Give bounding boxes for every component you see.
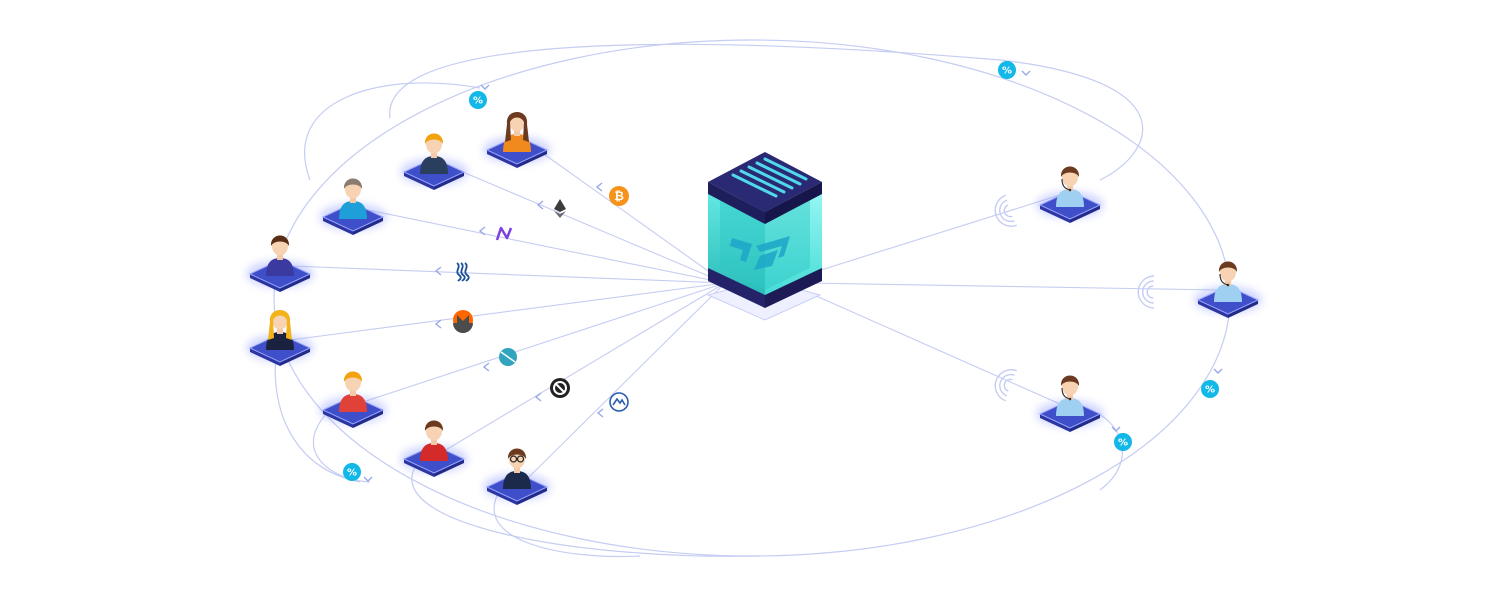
svg-text:₿: ₿: [614, 189, 624, 203]
orbit-arrow: [1111, 426, 1121, 432]
percent-badges: %%%%%: [343, 61, 1219, 481]
ethereum-icon: [554, 199, 566, 218]
woman-yellow-hair-avatar-icon: [339, 371, 367, 412]
signal-icon: [994, 369, 1017, 402]
orbit-arrow: [363, 476, 373, 482]
spoke-5: [289, 282, 726, 341]
spoke-right-1: [804, 194, 1061, 276]
orbit-arrow: [1213, 368, 1223, 374]
woman-brown-hair-avatar-icon: [503, 112, 531, 152]
orbit-arrow: [480, 84, 490, 90]
flow-arrow: [595, 182, 603, 192]
percent-badge-icon: %: [343, 463, 361, 481]
zrx-icon: [550, 378, 570, 398]
user-7: [400, 420, 468, 477]
steem-icon: [456, 262, 470, 282]
percent-badge-label: %: [1002, 66, 1012, 77]
coin-icons: ₿: [453, 186, 629, 412]
provider-3: [1036, 375, 1104, 432]
flow-arrow: [434, 266, 442, 276]
provider-1: [1036, 166, 1104, 223]
woman-long-blonde-avatar-icon: [266, 310, 294, 350]
exchange-server-cube-icon: [706, 152, 822, 321]
user-6: [319, 371, 387, 428]
orbit-top-left-1: [389, 43, 1144, 181]
user-5: [246, 310, 314, 366]
orbit-arrow: [1021, 70, 1031, 76]
provider-2: [1194, 261, 1262, 318]
man-headset-avatar-icon: [1056, 166, 1084, 207]
nav-coin-icon: [495, 226, 513, 241]
woman-blonde-avatar-icon: [420, 133, 448, 174]
user-4: [246, 235, 314, 292]
percent-badge-label: %: [1205, 385, 1215, 396]
orbit-bottom-left-1: [312, 409, 371, 483]
signal-icon: [1137, 275, 1155, 309]
man-headset-avatar-icon: [1214, 261, 1242, 302]
percent-badge-icon: %: [469, 91, 487, 109]
flow-arrow: [596, 408, 604, 418]
man-headset-avatar-icon: [1056, 375, 1084, 416]
flow-arrow: [482, 362, 490, 372]
signal-icon: [994, 194, 1017, 227]
spoke-right-2: [804, 282, 1219, 291]
man-dark-hair-avatar-icon: [266, 235, 294, 276]
percent-badge-icon: %: [1114, 433, 1132, 451]
flow-arrow: [434, 319, 442, 329]
user-2: [400, 133, 468, 190]
orbit-bottom-left-3: [493, 489, 641, 558]
monero-icon: [453, 310, 473, 333]
users: [246, 112, 1262, 505]
percent-badge-label: %: [1118, 438, 1128, 449]
man-gray-hair-avatar-icon: [339, 178, 367, 219]
signal-waves: [994, 194, 1155, 402]
percent-badge-icon: %: [1201, 380, 1219, 398]
flow-arrows: [363, 70, 1223, 482]
man-glasses-avatar-icon: [503, 448, 531, 489]
user-3: [319, 178, 387, 235]
spoke-7: [443, 282, 726, 452]
spoke-1: [526, 141, 726, 284]
spoke-right-3: [804, 290, 1061, 405]
flow-arrow: [478, 226, 486, 236]
user-8: [483, 448, 551, 505]
orbit-top-left-2: [304, 82, 481, 181]
percent-badge-label: %: [473, 96, 483, 107]
man-red-shirt-avatar-icon: [420, 420, 448, 461]
orbit-left-bottom: [274, 351, 361, 483]
aeternity-icon: [609, 392, 629, 412]
ontology-icon: [499, 348, 517, 366]
flow-arrow: [536, 200, 544, 210]
spoke-6: [362, 282, 726, 403]
spoke-3: [362, 208, 726, 284]
hub-connections: [289, 141, 1219, 480]
spoke-8: [526, 282, 726, 480]
bitcoin-icon: ₿: [609, 186, 629, 206]
percent-badge-label: %: [347, 468, 357, 479]
spoke-2: [443, 163, 726, 284]
user-1: [483, 112, 551, 168]
orbit-bottom-left-2: [411, 459, 761, 557]
flow-arrow: [534, 392, 542, 402]
percent-badge-icon: %: [998, 61, 1016, 79]
spoke-4: [289, 265, 726, 284]
